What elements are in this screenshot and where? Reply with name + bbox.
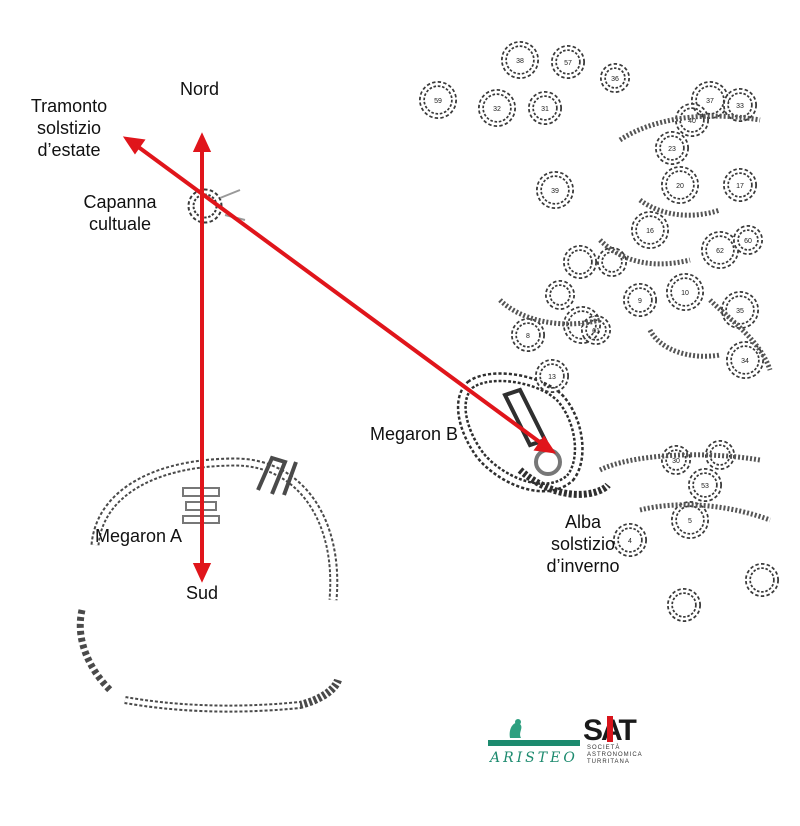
hut-ring-inner bbox=[502, 42, 538, 78]
hut-ring-inner bbox=[632, 212, 668, 248]
hut-ring-inner bbox=[479, 90, 515, 126]
hut-ring-inner bbox=[672, 502, 708, 538]
hut-ring-inner bbox=[727, 342, 763, 378]
hut-number: 30 bbox=[672, 458, 680, 465]
sat-red-bar-icon bbox=[607, 716, 613, 742]
hut-ring-inner bbox=[552, 46, 584, 78]
hut-ring-inner bbox=[564, 246, 596, 278]
hut-number: 57 bbox=[564, 60, 572, 67]
hut-ring-inner bbox=[667, 274, 703, 310]
hut-number: 61 bbox=[592, 328, 600, 335]
label-megaron-a: Megaron A bbox=[95, 526, 183, 546]
hut-ring-inner bbox=[662, 167, 698, 203]
orientation-lines bbox=[122, 132, 557, 583]
label-megaron-b: Megaron B bbox=[370, 424, 459, 444]
hut-number: 40 bbox=[688, 118, 696, 125]
label-alba-solstizio-inverno: Alba solstizio d’inverno bbox=[546, 512, 620, 576]
south-arrowhead bbox=[192, 563, 212, 583]
hut-ring-inner bbox=[598, 248, 626, 276]
hut-number: 38 bbox=[516, 58, 524, 65]
hut-ring-inner bbox=[420, 82, 456, 118]
rubble-wall bbox=[708, 298, 773, 371]
rubble-wall bbox=[498, 298, 601, 327]
rubble-wall bbox=[639, 502, 771, 523]
hut-number: 36 bbox=[611, 76, 619, 83]
hut-number: 34 bbox=[741, 358, 749, 365]
hut-number: 9 bbox=[638, 298, 642, 305]
hut-ring-inner bbox=[734, 226, 762, 254]
label-nord: Nord bbox=[180, 79, 220, 99]
hut-ring-inner bbox=[746, 564, 778, 596]
rubble-wall bbox=[598, 452, 761, 473]
solstice-axis bbox=[135, 144, 547, 448]
hut-number: 37 bbox=[706, 98, 714, 105]
rubble-wall bbox=[598, 238, 691, 267]
hut-ring-inner bbox=[614, 524, 646, 556]
hut-ring-inner bbox=[601, 64, 629, 92]
hut-number: 8 bbox=[526, 333, 530, 340]
label-sud: Sud bbox=[186, 583, 219, 603]
hut-ring-inner bbox=[536, 360, 568, 392]
rubble-wall bbox=[618, 113, 761, 143]
label-tramonto-solstizio-estate: Tramonto solstizio d’estate bbox=[30, 96, 108, 160]
hut-ring-inner bbox=[656, 132, 688, 164]
hut-number: 13 bbox=[548, 374, 556, 381]
sunrise-arrowhead bbox=[533, 435, 557, 454]
hut-ring-inner bbox=[537, 172, 573, 208]
hut-number: 32 bbox=[493, 106, 501, 113]
hut-ring-inner bbox=[529, 92, 561, 124]
hut-number: 39 bbox=[551, 188, 559, 195]
hut-ring-inner bbox=[676, 104, 708, 136]
megaron-b-structure bbox=[456, 372, 611, 498]
hut-number: 4 bbox=[628, 538, 632, 545]
rubble-wall bbox=[647, 328, 721, 359]
hut-ring-inner bbox=[662, 446, 690, 474]
hut-ring-inner bbox=[724, 169, 756, 201]
sat-logo: SAT SOCIETÀ ASTRONOMICA TURRITANA bbox=[583, 714, 653, 774]
hut-ring-inner bbox=[668, 589, 700, 621]
hut-number: 16 bbox=[646, 228, 654, 235]
hut-number: 5 bbox=[688, 518, 692, 525]
hut-number: 60 bbox=[744, 238, 752, 245]
hut-number: 62 bbox=[716, 248, 724, 255]
hut-ring-inner bbox=[702, 232, 738, 268]
sunset-arrowhead bbox=[122, 136, 146, 155]
hut-number: 53 bbox=[701, 483, 709, 490]
hut-ring-inner bbox=[582, 316, 610, 344]
hut-number: 20 bbox=[676, 183, 684, 190]
hut-ring-inner bbox=[546, 281, 574, 309]
hut-number: 33 bbox=[736, 103, 744, 110]
hut-number: 23 bbox=[668, 146, 676, 153]
hut-number: 59 bbox=[434, 98, 442, 105]
sat-logo-text: SOCIETÀ ASTRONOMICA TURRITANA bbox=[587, 745, 643, 765]
hut-ring-inner bbox=[689, 469, 721, 501]
hut-number: 31 bbox=[541, 106, 549, 113]
hut-ring-inner bbox=[512, 319, 544, 351]
aristeo-figure-icon bbox=[488, 719, 580, 746]
hut-ring-inner bbox=[624, 284, 656, 316]
hut-number: 10 bbox=[681, 290, 689, 297]
hut-number: 17 bbox=[736, 183, 744, 190]
hut-ring-inner bbox=[564, 307, 600, 343]
label-capanna-cultuale: Capanna cultuale bbox=[83, 192, 157, 234]
aristeo-logo: Ovile culturale ARISTEO bbox=[488, 718, 580, 770]
hut-number: 35 bbox=[736, 308, 744, 315]
north-arrowhead bbox=[192, 132, 212, 152]
megaron-a-enclosure bbox=[76, 455, 342, 713]
